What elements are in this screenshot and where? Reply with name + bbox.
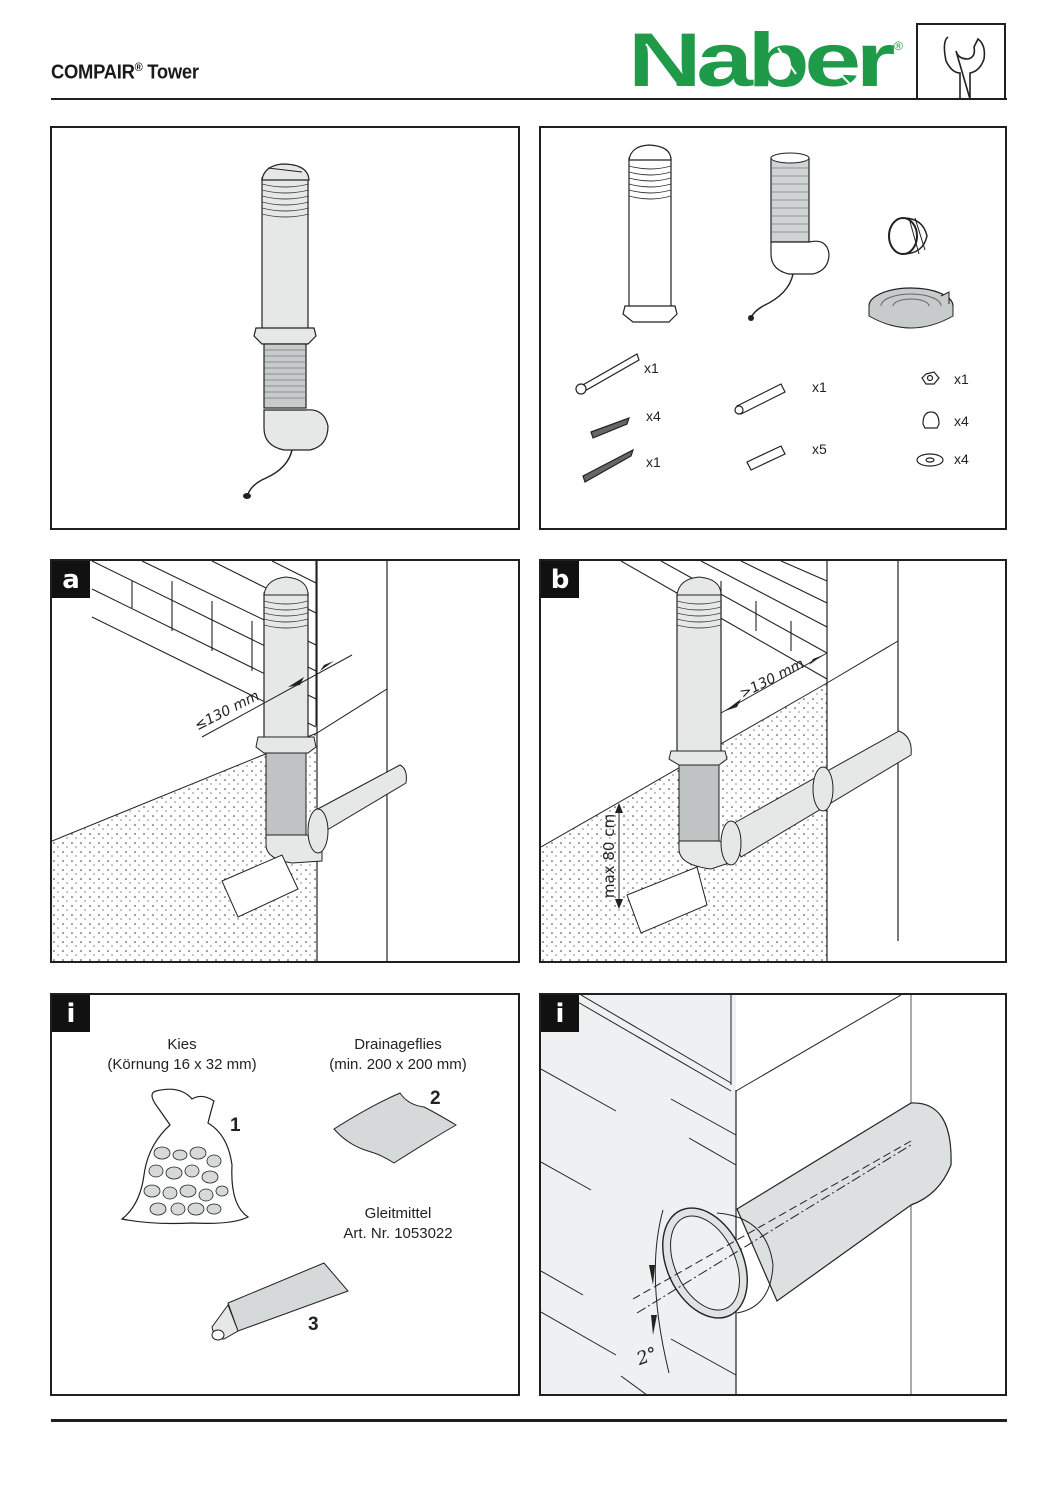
lubricant-label: Gleitmittel Art. Nr. 1053022: [308, 1204, 488, 1244]
fleece-detail: (min. 200 x 200 mm): [329, 1056, 467, 1073]
wood-screw-icon: [590, 417, 630, 439]
spacer-sleeve-qty: x1: [812, 379, 827, 395]
panel-overview: [50, 126, 520, 530]
depth-label: max 80 cm: [600, 813, 619, 899]
lubricant-detail: Art. Nr. 1053022: [343, 1225, 453, 1242]
title-text: COMPAIR: [51, 61, 135, 84]
cap-nut-icon: [922, 411, 940, 429]
bolt-qty: x1: [644, 360, 659, 376]
gravel-label: Kies (Körnung 16 x 32 mm): [92, 1035, 272, 1075]
washer-qty: x4: [954, 451, 969, 467]
naber-logo: Naber ®: [628, 18, 908, 103]
item-number-2: 2: [430, 1088, 441, 1109]
tower-column-illustration: [622, 144, 678, 323]
step-badge: b: [541, 561, 579, 598]
wall-plug-qty: x5: [812, 441, 827, 457]
footer-divider: [51, 1419, 1007, 1422]
brand-registered-mark: ®: [894, 39, 903, 53]
assembled-tower-illustration: [243, 163, 329, 499]
wall-plug-icon: [746, 445, 786, 471]
step-badge: a: [52, 561, 90, 598]
item-number-3: 3: [308, 1314, 319, 1335]
pipe-slope-illustration: [541, 995, 952, 1394]
panel-step-a: a ≤130 mm: [50, 559, 520, 963]
registered-mark: ®: [134, 60, 143, 74]
cap-nut-qty: x4: [954, 413, 969, 429]
header-divider: [51, 98, 1007, 100]
gravel-bag-illustration: [120, 1088, 250, 1225]
gravel-detail: (Körnung 16 x 32 mm): [107, 1056, 257, 1073]
hex-nut-icon: [921, 371, 940, 385]
lubricant-tube-illustration: [211, 1262, 349, 1341]
info-badge: i: [541, 995, 579, 1032]
document-title: COMPAIR® Tower: [51, 60, 199, 85]
panel-step-b: b >130 mm max 80 cm: [539, 559, 1007, 963]
brick-wall: [620, 561, 828, 680]
installation-away-from-wall-illustration: [541, 561, 912, 961]
title-suffix: Tower: [142, 61, 199, 84]
item-number-1: 1: [230, 1115, 241, 1136]
brand-wordmark: Naber: [628, 26, 895, 92]
hex-nut-qty: x1: [954, 371, 969, 387]
washer-icon: [916, 453, 944, 467]
hose-elbow-illustration: [748, 152, 830, 321]
clamp-illustration: [888, 217, 928, 255]
wrench-icon: [943, 36, 986, 100]
fleece-title: Drainageflies: [354, 1036, 442, 1053]
tape-roll-illustration: [868, 287, 954, 329]
drainage-fleece-illustration: [333, 1092, 457, 1164]
bolt-icon: [575, 353, 640, 395]
spacer-sleeve-icon: [734, 383, 786, 415]
panel-info-slope: i 2°: [539, 993, 1007, 1396]
wall-hatching: [541, 1068, 737, 1394]
info-badge: i: [52, 995, 90, 1032]
hanger-bolt-qty: x1: [646, 454, 661, 470]
lubricant-title: Gleitmittel: [364, 1205, 432, 1222]
installation-close-to-wall-illustration: [52, 561, 407, 961]
tool-indicator-box: [916, 23, 1006, 100]
drainage-fleece-label: Drainageflies (min. 200 x 200 mm): [308, 1035, 488, 1075]
gravel-title: Kies: [167, 1036, 197, 1053]
hanger-bolt-icon: [582, 448, 635, 483]
panel-info-materials: i Kies (Körnung 16 x 32 mm) Drainageflie…: [50, 993, 520, 1396]
wood-screw-qty: x4: [646, 408, 661, 424]
panel-parts-list: x1 x4 x1 x1 x5 x1 x4 x4: [539, 126, 1007, 530]
